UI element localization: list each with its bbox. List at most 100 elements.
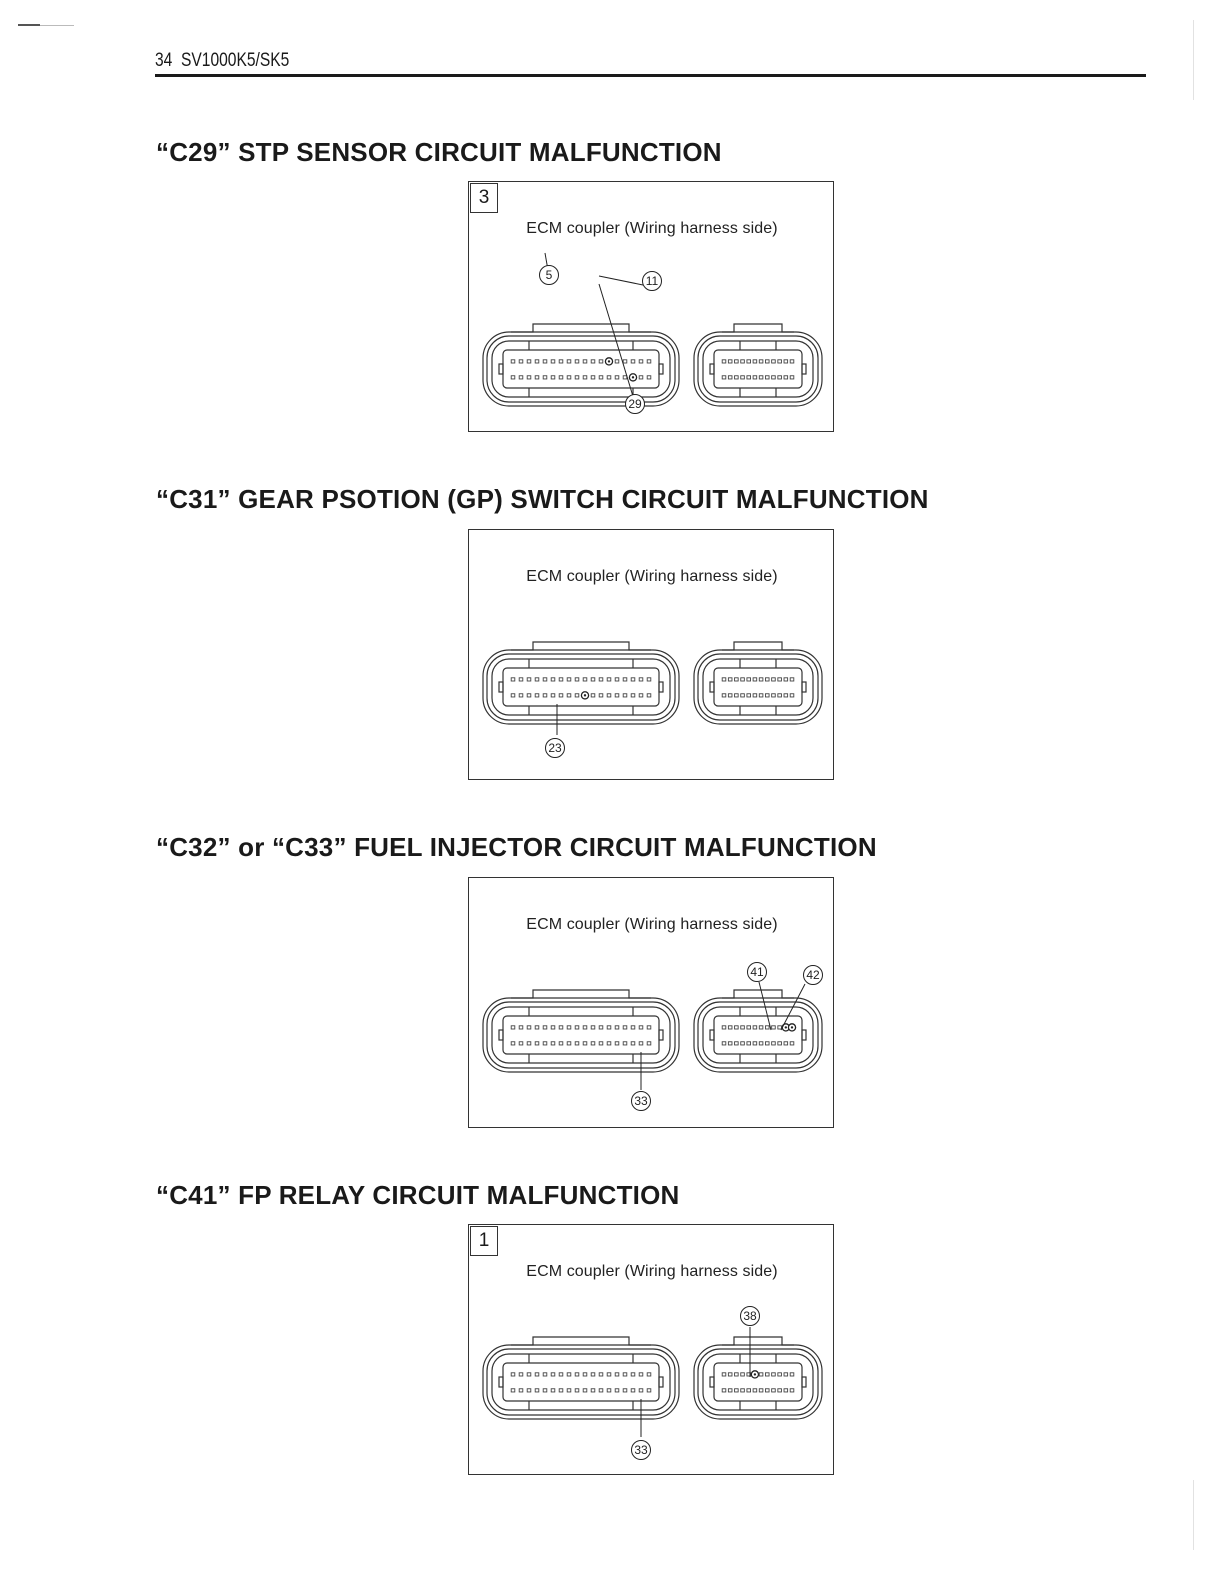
terminal bbox=[574, 375, 580, 380]
terminal bbox=[752, 1025, 758, 1030]
terminal bbox=[598, 375, 604, 380]
connector-tab bbox=[511, 989, 651, 999]
terminal bbox=[526, 359, 532, 364]
terminal bbox=[734, 1372, 739, 1377]
pin-label: 41 bbox=[747, 962, 767, 982]
terminal bbox=[789, 359, 795, 364]
header-rule bbox=[155, 74, 1146, 77]
terminal bbox=[734, 1388, 739, 1393]
terminal-highlight bbox=[631, 376, 635, 379]
terminal bbox=[590, 1041, 596, 1046]
terminal bbox=[574, 1372, 580, 1377]
terminal bbox=[526, 1041, 532, 1046]
terminal bbox=[646, 375, 652, 380]
terminal bbox=[771, 375, 776, 380]
terminal bbox=[534, 375, 540, 380]
terminal bbox=[765, 1388, 770, 1393]
connector-tab bbox=[511, 323, 651, 333]
terminal bbox=[566, 359, 572, 364]
connector-shell bbox=[693, 649, 823, 725]
terminal bbox=[777, 359, 782, 364]
terminal bbox=[590, 1388, 596, 1393]
connector-cavity bbox=[713, 1015, 803, 1055]
connector-shell bbox=[697, 1001, 819, 1069]
terminal bbox=[598, 1372, 604, 1377]
terminal bbox=[630, 359, 636, 364]
terminal bbox=[734, 359, 739, 364]
terminal bbox=[638, 359, 644, 364]
terminal bbox=[765, 1025, 770, 1030]
terminal bbox=[558, 1025, 564, 1030]
terminal bbox=[534, 359, 540, 364]
connector-latch bbox=[709, 1029, 715, 1041]
terminal bbox=[734, 1025, 739, 1030]
terminal bbox=[606, 375, 612, 380]
connector-shell bbox=[697, 1348, 819, 1416]
connector-tab bbox=[722, 641, 794, 651]
diagram-caption: ECM coupler (Wiring harness side) bbox=[526, 568, 778, 585]
connector-shell bbox=[693, 997, 823, 1073]
connector-latch bbox=[801, 1376, 807, 1388]
terminal bbox=[721, 1388, 727, 1393]
terminal bbox=[740, 1388, 745, 1393]
ecm-coupler-drawing bbox=[482, 252, 823, 407]
terminal bbox=[606, 1372, 612, 1377]
terminal bbox=[789, 693, 795, 698]
terminal bbox=[590, 1372, 596, 1377]
terminal bbox=[518, 1025, 524, 1030]
terminal bbox=[646, 1388, 652, 1393]
terminal bbox=[777, 1041, 782, 1046]
terminal bbox=[510, 1388, 516, 1393]
terminal bbox=[638, 1025, 644, 1030]
terminal bbox=[646, 693, 652, 698]
terminal bbox=[526, 1388, 532, 1393]
terminal bbox=[746, 677, 751, 682]
terminal bbox=[771, 359, 776, 364]
ecm-coupler-drawing bbox=[482, 981, 823, 1090]
terminal bbox=[783, 359, 789, 364]
section-title-c31: “C31” GEAR PSOTION (GP) SWITCH CIRCUIT M… bbox=[156, 484, 929, 514]
connector-shell bbox=[697, 335, 819, 403]
terminal bbox=[727, 1388, 733, 1393]
terminal bbox=[566, 693, 572, 698]
terminal bbox=[550, 693, 556, 698]
terminal bbox=[777, 1025, 782, 1030]
terminal bbox=[590, 693, 596, 698]
terminal bbox=[590, 1025, 596, 1030]
connector-tab bbox=[722, 1336, 794, 1346]
terminal bbox=[777, 677, 782, 682]
terminal bbox=[758, 1372, 764, 1377]
connector-shell bbox=[702, 340, 814, 398]
terminal bbox=[638, 1388, 644, 1393]
terminal bbox=[558, 359, 564, 364]
pin-label: 11 bbox=[642, 271, 662, 291]
terminal bbox=[721, 1372, 727, 1377]
terminal bbox=[789, 375, 795, 380]
connector-shell bbox=[491, 658, 671, 716]
terminal bbox=[582, 1025, 588, 1030]
terminal bbox=[606, 1025, 612, 1030]
terminal bbox=[534, 1025, 540, 1030]
terminal bbox=[752, 693, 758, 698]
terminal bbox=[574, 1388, 580, 1393]
section-title-c29: “C29” STP SENSOR CIRCUIT MALFUNCTION bbox=[156, 137, 722, 167]
terminal bbox=[606, 1041, 612, 1046]
terminal bbox=[518, 693, 524, 698]
connector-shell bbox=[482, 1344, 680, 1420]
pin-label: 23 bbox=[545, 738, 565, 758]
terminal bbox=[752, 375, 758, 380]
terminal bbox=[740, 375, 745, 380]
terminal bbox=[727, 375, 733, 380]
connector-cavity bbox=[713, 1362, 803, 1402]
terminal bbox=[542, 359, 548, 364]
terminal bbox=[783, 1372, 789, 1377]
terminal bbox=[518, 677, 524, 682]
terminal bbox=[614, 1372, 620, 1377]
terminal bbox=[534, 677, 540, 682]
terminal bbox=[622, 677, 628, 682]
figure-number: 3 bbox=[470, 183, 498, 213]
terminal bbox=[558, 1388, 564, 1393]
terminal bbox=[758, 1388, 764, 1393]
terminal bbox=[746, 359, 751, 364]
connector-latch bbox=[709, 681, 715, 693]
